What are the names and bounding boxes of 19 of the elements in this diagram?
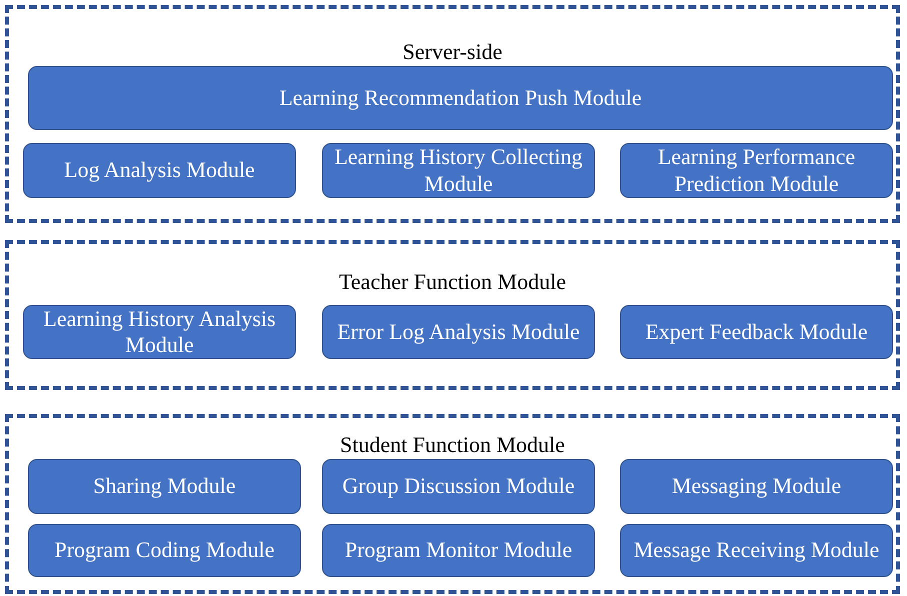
module-group-frame bbox=[5, 414, 900, 594]
module-box: Group Discussion Module bbox=[322, 459, 595, 514]
module-box: Learning Recommendation Push Module bbox=[28, 66, 893, 130]
module-box: Messaging Module bbox=[620, 459, 893, 514]
module-box: Program Coding Module bbox=[28, 524, 301, 577]
module-box: Log Analysis Module bbox=[23, 143, 296, 198]
module-group-frame bbox=[5, 240, 900, 390]
group-title: Server-side bbox=[402, 39, 502, 65]
module-box: Message Receiving Module bbox=[620, 524, 893, 577]
group-title: Teacher Function Module bbox=[339, 269, 566, 295]
module-box: Learning Performance Prediction Module bbox=[620, 143, 893, 198]
module-box: Program Monitor Module bbox=[322, 524, 595, 577]
module-group-frame bbox=[5, 5, 900, 223]
module-box: Error Log Analysis Module bbox=[322, 305, 595, 359]
module-box: Learning History Analysis Module bbox=[23, 305, 296, 359]
module-box: Learning History Collecting Module bbox=[322, 143, 595, 198]
module-box: Sharing Module bbox=[28, 459, 301, 514]
group-title: Student Function Module bbox=[340, 432, 565, 458]
module-box: Expert Feedback Module bbox=[620, 305, 893, 359]
